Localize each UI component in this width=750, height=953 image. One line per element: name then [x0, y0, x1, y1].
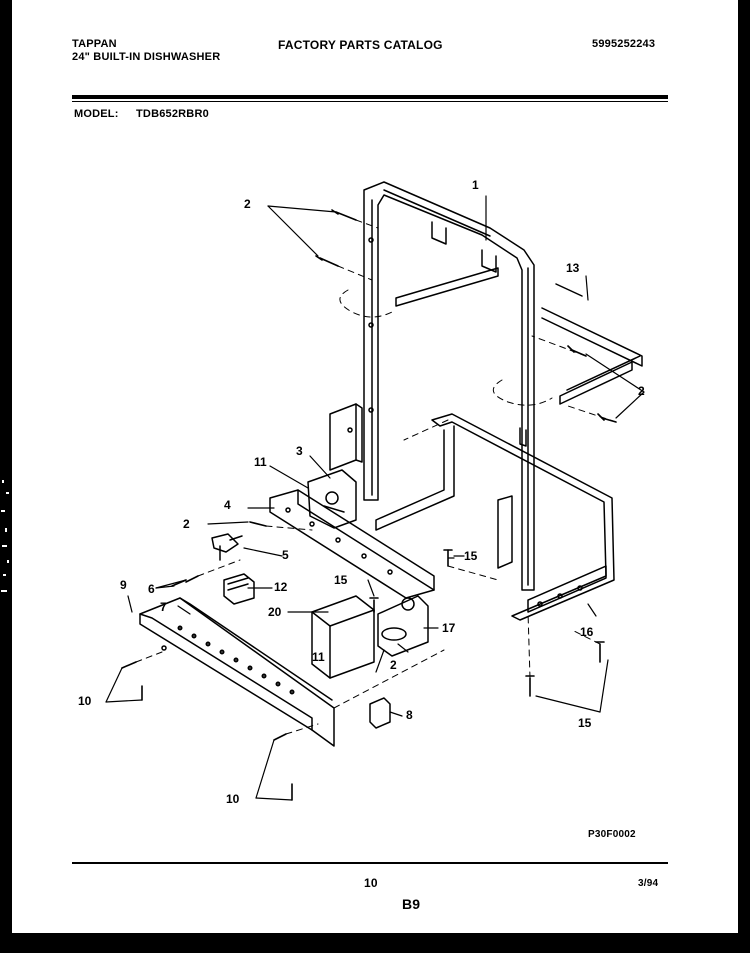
motor-bracket-part [377, 595, 429, 657]
scan-edge-noise [0, 470, 12, 610]
callout-13: 13 [566, 261, 580, 275]
callout-10-bottom: 10 [226, 792, 240, 806]
catalog-title: FACTORY PARTS CATALOG [278, 38, 443, 52]
callout-2-right: 2 [638, 384, 645, 398]
control-component-part [223, 573, 255, 605]
screw-fasteners [121, 209, 617, 801]
side-rail-part [541, 283, 643, 405]
revision-date: 3/94 [638, 878, 659, 889]
callout-9: 9 [120, 578, 127, 592]
callout-12: 12 [274, 580, 288, 594]
page-number: 10 [364, 876, 378, 890]
callout-17: 17 [442, 621, 456, 635]
callout-leader-lines [105, 195, 645, 801]
catalog-number: 5995252243 [592, 38, 656, 50]
callout-10-left: 10 [78, 694, 92, 708]
section-code: B9 [402, 896, 421, 912]
callout-2-top: 2 [244, 197, 251, 211]
callout-5: 5 [282, 548, 289, 562]
header-double-rule [72, 95, 668, 99]
timer-module-part [307, 469, 357, 529]
lower-frame-part [375, 413, 615, 621]
callout-2-lower: 2 [390, 658, 397, 672]
junction-box-part [311, 595, 375, 679]
exploded-parts-diagram [105, 181, 645, 801]
bracket-part [329, 403, 363, 471]
model-label: MODEL: [74, 108, 119, 120]
callout-20: 20 [268, 605, 282, 619]
callout-11-upper: 11 [254, 455, 267, 469]
footer-rule [72, 862, 668, 864]
control-bracket-part [269, 489, 435, 599]
callout-3: 3 [296, 444, 303, 458]
door-switch-part [211, 533, 243, 561]
callout-15-center: 15 [334, 573, 348, 587]
catalog-sheet: TAPPAN 24" BUILT-IN DISHWASHER FACTORY P… [12, 0, 738, 933]
callout-2-left: 2 [183, 517, 190, 531]
callout-11-lower: 11 [312, 650, 325, 664]
tub-frame-part [363, 181, 535, 591]
callout-6: 6 [148, 582, 155, 596]
drawing-code: P30F0002 [588, 829, 636, 840]
panel-clip-part [369, 697, 391, 729]
callout-15-middle: 15 [464, 549, 478, 563]
callout-1: 1 [472, 178, 479, 192]
callout-7: 7 [160, 600, 167, 614]
brand-name: TAPPAN [72, 38, 117, 50]
assembly-guide-lines [135, 219, 617, 735]
callout-8: 8 [406, 708, 413, 722]
callout-15-lower: 15 [578, 716, 592, 730]
product-description: 24" BUILT-IN DISHWASHER [72, 51, 221, 63]
callout-4: 4 [224, 498, 231, 512]
header-thin-rule [72, 101, 668, 102]
model-number: TDB652RBR0 [136, 108, 209, 120]
callout-16: 16 [580, 625, 594, 639]
toe-panel-part [139, 597, 335, 747]
